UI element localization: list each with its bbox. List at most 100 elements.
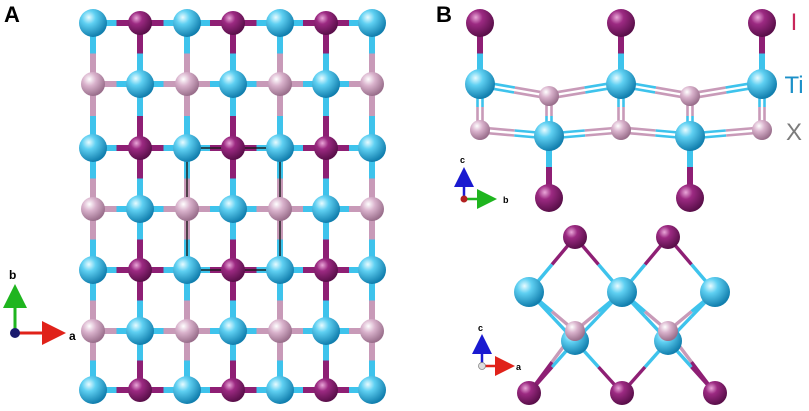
i-atom xyxy=(314,378,338,402)
panel-a-atoms xyxy=(79,9,386,404)
ti-atom xyxy=(266,376,294,404)
panel-letter-b: B xyxy=(436,2,452,27)
axis-label-c-bottom: c xyxy=(478,323,483,333)
ti-atom xyxy=(465,69,495,99)
panel-a-top-view: a b xyxy=(2,9,386,404)
panel-b-side-view-ac: a c xyxy=(472,225,730,405)
ti-atom xyxy=(219,195,247,223)
i-atom xyxy=(128,258,152,282)
x-atom xyxy=(470,120,490,140)
ti-atom xyxy=(173,376,201,404)
x-atom xyxy=(81,72,105,96)
panel-b-bottom-atoms xyxy=(514,225,730,405)
ti-atom xyxy=(219,70,247,98)
ti-atom xyxy=(607,277,637,307)
i-atom xyxy=(703,381,727,405)
i-atom xyxy=(128,378,152,402)
i-atom xyxy=(466,9,494,37)
legend-label-ti: Ti xyxy=(784,72,803,99)
axis-label-b: b xyxy=(9,268,16,282)
ti-atom xyxy=(312,195,340,223)
ti-atom xyxy=(534,121,564,151)
i-atom xyxy=(535,184,563,212)
element-legend: I Ti X xyxy=(784,9,803,146)
ti-atom xyxy=(266,134,294,162)
x-atom xyxy=(680,86,700,106)
i-atom xyxy=(221,378,245,402)
axis-label-b-top: b xyxy=(503,195,509,205)
x-atom xyxy=(268,197,292,221)
panel-b-top-bonds xyxy=(476,23,766,198)
i-atom xyxy=(221,136,245,160)
panel-b-bottom-bonds xyxy=(527,235,717,395)
x-atom xyxy=(81,319,105,343)
x-atom xyxy=(268,72,292,96)
x-atom xyxy=(539,86,559,106)
ti-atom xyxy=(266,9,294,37)
axis-label-c-top: c xyxy=(460,155,465,165)
i-atom xyxy=(748,9,776,37)
panel-b-top-axes: b c xyxy=(454,155,509,209)
i-atom xyxy=(314,11,338,35)
ti-atom xyxy=(675,121,705,151)
legend-label-x: X xyxy=(786,119,802,146)
axis-origin xyxy=(10,328,20,338)
panel-b-bottom-axes: a c xyxy=(472,323,522,376)
x-atom xyxy=(658,321,678,341)
i-atom xyxy=(656,225,680,249)
ti-atom xyxy=(358,256,386,284)
ti-atom xyxy=(358,9,386,37)
panel-a-axes: a b xyxy=(2,268,76,345)
panel-letter-a: A xyxy=(4,2,20,27)
ti-atom xyxy=(747,69,777,99)
axis-origin-top xyxy=(460,195,468,203)
x-atom xyxy=(268,319,292,343)
ti-atom xyxy=(514,277,544,307)
ti-atom xyxy=(606,69,636,99)
i-atom xyxy=(676,184,704,212)
panel-b-side-view-bc: b c xyxy=(454,9,777,212)
ti-atom xyxy=(79,376,107,404)
axis-label-a-bottom: a xyxy=(516,362,522,372)
x-atom xyxy=(360,197,384,221)
i-atom xyxy=(607,9,635,37)
ti-atom xyxy=(266,256,294,284)
ti-atom xyxy=(219,317,247,345)
axis-label-a: a xyxy=(69,329,76,343)
ti-atom xyxy=(358,134,386,162)
i-atom xyxy=(221,11,245,35)
ti-atom xyxy=(126,317,154,345)
i-atom xyxy=(314,258,338,282)
ti-atom xyxy=(173,134,201,162)
legend-label-i: I xyxy=(791,9,798,36)
ti-atom xyxy=(126,195,154,223)
axis-origin-bottom xyxy=(478,362,486,370)
i-atom xyxy=(314,136,338,160)
x-atom xyxy=(175,197,199,221)
x-atom xyxy=(565,321,585,341)
i-atom xyxy=(610,381,634,405)
ti-atom xyxy=(173,256,201,284)
i-atom xyxy=(221,258,245,282)
ti-atom xyxy=(173,9,201,37)
ti-atom xyxy=(79,256,107,284)
x-atom xyxy=(360,72,384,96)
i-atom xyxy=(128,11,152,35)
ti-atom xyxy=(79,9,107,37)
x-atom xyxy=(611,120,631,140)
ti-atom xyxy=(79,134,107,162)
x-atom xyxy=(360,319,384,343)
i-atom xyxy=(517,381,541,405)
x-atom xyxy=(175,72,199,96)
ti-atom xyxy=(700,277,730,307)
ti-atom xyxy=(126,70,154,98)
ti-atom xyxy=(358,376,386,404)
panel-b-top-atoms xyxy=(465,9,777,212)
ti-atom xyxy=(312,70,340,98)
x-atom xyxy=(175,319,199,343)
x-atom xyxy=(752,120,772,140)
i-atom xyxy=(128,136,152,160)
ti-atom xyxy=(312,317,340,345)
x-atom xyxy=(81,197,105,221)
